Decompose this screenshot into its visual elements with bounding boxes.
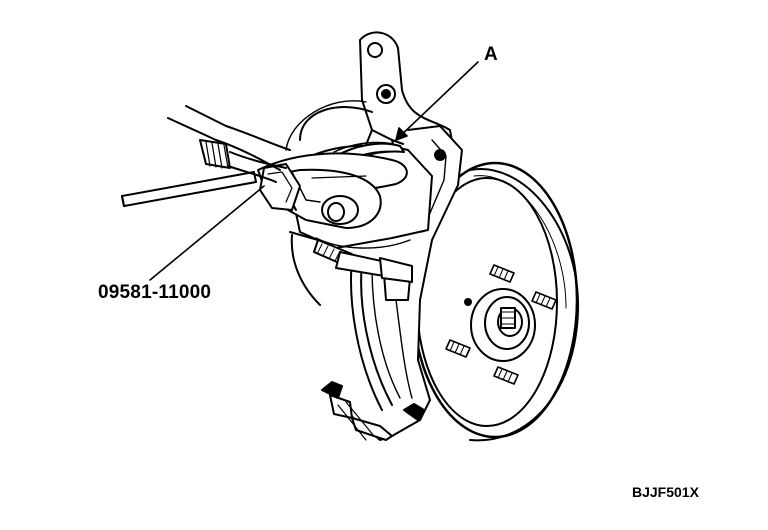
leader-lines [149,61,479,281]
wheel-stud [489,264,515,283]
leader-line-a [395,61,479,141]
label-a: A [484,44,498,65]
leader-line-tool [149,185,265,281]
wheel-stud [531,291,557,310]
drive-shaft [167,105,291,183]
wheel-stud [445,339,471,358]
tool-number-label: 09581-11000 [98,282,212,303]
special-tool [121,152,408,229]
wheel-studs [445,264,557,385]
figure-code-label: BJJF501X [632,484,699,500]
brake-disc [411,161,580,442]
leader-arrow-a [395,127,408,141]
wheel-stud [493,366,519,385]
